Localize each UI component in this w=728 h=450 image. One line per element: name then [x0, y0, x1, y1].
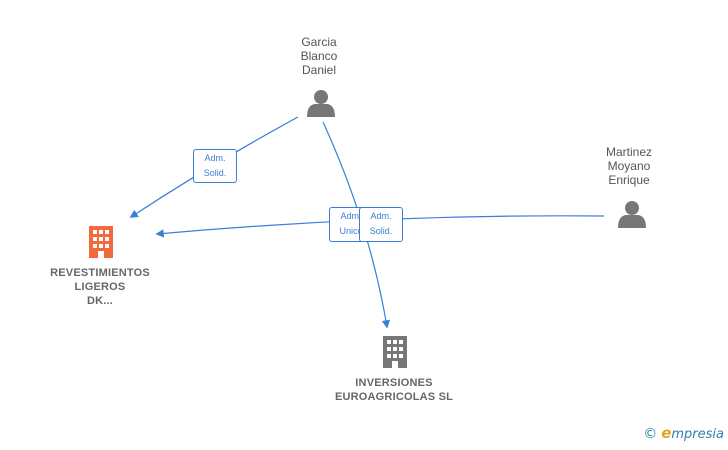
label-line: Enrique: [608, 173, 650, 187]
brand-watermark: ©empresia: [643, 424, 724, 442]
person-label-martinez[interactable]: Martinez Moyano Enrique: [589, 145, 669, 187]
edge-badge-garcia-revestimientos[interactable]: Adm. Solid.: [193, 149, 237, 183]
badge-line: Unico: [339, 226, 363, 236]
building-icon[interactable]: [89, 226, 113, 258]
edge-badge-garcia-inversiones[interactable]: Adm. Solid.: [359, 207, 403, 242]
company-label-revestimientos[interactable]: REVESTIMIENTOS LIGEROS DK...: [30, 266, 170, 308]
label-line: DK...: [86, 295, 114, 307]
badge-line: Adm.: [340, 211, 362, 221]
badge-line: Adm.: [204, 153, 226, 163]
building-icon[interactable]: [383, 336, 407, 368]
label-line: LIGEROS: [74, 281, 126, 293]
label-line: INVERSIONES: [355, 377, 433, 389]
label-line: Daniel: [301, 63, 337, 77]
person-icon[interactable]: [307, 90, 335, 117]
badge-line: Adm.: [370, 211, 392, 221]
label-line: Blanco: [300, 49, 338, 63]
label-line: Garcia: [301, 35, 337, 49]
brand-name: mpresia: [671, 427, 724, 442]
label-line: EUROAGRICOLAS SL: [334, 391, 454, 403]
copyright-symbol: ©: [643, 426, 658, 442]
person-icon[interactable]: [618, 201, 646, 228]
company-label-inversiones[interactable]: INVERSIONES EUROAGRICOLAS SL: [314, 376, 474, 404]
label-line: REVESTIMIENTOS: [50, 267, 150, 279]
badge-line: Solid.: [369, 226, 393, 236]
person-label-garcia[interactable]: Garcia Blanco Daniel: [279, 35, 359, 77]
label-line: Martinez: [605, 145, 652, 159]
brand-initial: e: [661, 424, 672, 442]
badge-line: Solid.: [203, 168, 227, 178]
label-line: Moyano: [607, 159, 651, 173]
